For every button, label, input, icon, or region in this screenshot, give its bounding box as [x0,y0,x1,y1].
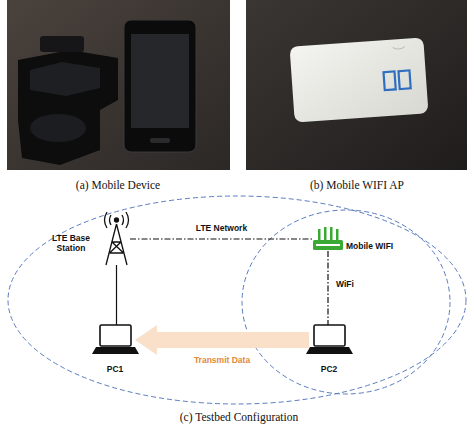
router-antenna [336,229,339,240]
tower-leg [106,224,127,265]
cradle-top [40,36,84,52]
tower-brace [110,242,124,253]
wifi-boundary [242,210,450,394]
node-label: PC2 [309,364,349,374]
laptop-screen [100,325,131,346]
status-light [384,71,396,90]
subfigure-caption: (c) Testbed Configuration [180,411,298,423]
laptop-base [306,347,353,354]
wifi-device-body [290,37,429,122]
cradle-slot [30,114,86,142]
router-icon [313,227,343,250]
router-antenna [330,227,333,240]
antenna-tip [115,218,119,222]
router-antenna [318,229,321,240]
node-label: LTE Base Station [41,233,101,253]
laptop-icon [92,325,139,354]
edge-label: LTE Network [196,223,247,233]
router-body [313,240,343,250]
mobile-wifi-node: Mobile WIFI [313,227,343,251]
wifi-device [290,37,429,122]
router-antenna [324,227,327,240]
edge-label: WiFi [336,279,354,289]
laptop-base [92,347,139,354]
pc-node: PC2 [309,325,349,355]
network-boundary [8,196,466,404]
phone-body [124,20,196,152]
device-mark [393,47,405,50]
status-light [398,70,410,89]
router-stripe [316,244,340,246]
phone-button [150,138,170,143]
tower-icon [105,212,129,265]
subfigure-caption: (b) Mobile WIFI AP [310,179,404,191]
wifi-link [327,251,328,325]
laptop-icon [306,325,353,354]
mobile-device-photo [7,0,230,170]
wired-link [116,265,117,325]
radio-waves [105,212,129,228]
photo-background [7,0,230,170]
edge-label: Transmit Data [194,355,250,365]
mobile-wifi-photo [246,0,467,170]
data-flow-arrow [135,325,309,355]
phone-screen [131,34,189,128]
laptop-screen [314,325,345,346]
pc-node: PC1 [95,325,135,355]
node-label: Mobile WIFI [346,241,393,251]
lte-link [130,238,313,239]
photo-background [246,0,467,170]
subfigure-caption: (a) Mobile Device [76,179,160,191]
base-station-node: LTE Base Station [103,213,130,265]
charging-cradle [18,50,118,165]
cradle-slot [30,62,100,96]
node-label: PC1 [95,364,135,374]
